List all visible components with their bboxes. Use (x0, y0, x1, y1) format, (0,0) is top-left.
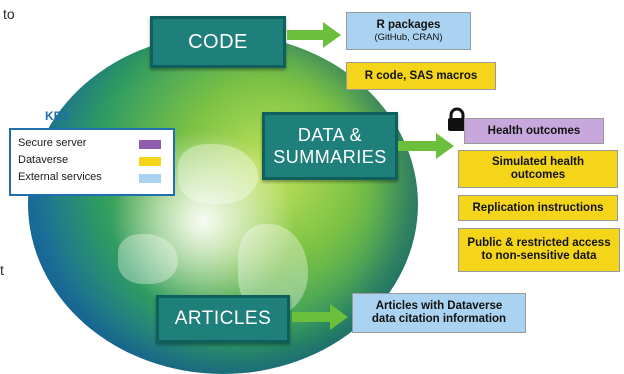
key-title: KEY (45, 109, 70, 123)
hub-code-label: CODE (188, 30, 248, 53)
key-label-external: External services (18, 171, 102, 183)
hub-data-summaries: DATA & SUMMARIES (262, 112, 398, 180)
simulated-line1: Simulated health (491, 156, 585, 168)
output-replication: Replication instructions (458, 195, 618, 221)
key-label-dataverse: Dataverse (18, 154, 69, 166)
public-line1: Public & restricted access (467, 237, 611, 249)
output-public-access: Public & restricted access to non-sensit… (458, 228, 620, 272)
simulated-line2: outcomes (510, 169, 566, 181)
health-outcomes-label: Health outcomes (487, 124, 581, 137)
lock-icon (448, 107, 466, 131)
replication-label: Replication instructions (472, 201, 604, 214)
left-text-fragment: to (3, 6, 15, 22)
output-r-packages: R packages (GitHub, CRAN) (346, 12, 471, 50)
articles-line1: Articles with Dataverse (375, 300, 503, 312)
output-health-outcomes: Health outcomes (464, 118, 604, 144)
arrow-right-icon (292, 304, 348, 330)
hub-articles: ARTICLES (156, 295, 290, 343)
hub-data-line2: SUMMARIES (273, 147, 387, 167)
articles-line2: data citation information (371, 313, 507, 325)
globe-land (178, 144, 258, 204)
globe-land (118, 234, 178, 284)
key-legend: Secure server Dataverse External service… (9, 128, 175, 196)
key-label-secure: Secure server (18, 137, 87, 149)
output-articles: Articles with Dataverse data citation in… (352, 293, 526, 333)
public-line2: to non-sensitive data (481, 250, 597, 262)
output-r-code: R code, SAS macros (346, 62, 496, 90)
r-code-label: R code, SAS macros (364, 69, 478, 82)
arrow-right-icon (287, 22, 341, 48)
output-simulated: Simulated health outcomes (458, 150, 618, 188)
key-swatch-external (139, 174, 161, 183)
hub-data-line1: DATA & (297, 125, 363, 145)
hub-code: CODE (150, 16, 286, 68)
key-swatch-secure (139, 140, 161, 149)
r-packages-subtitle: (GitHub, CRAN) (374, 32, 443, 43)
hub-articles-label: ARTICLES (174, 308, 272, 329)
left-text-fragment: t (0, 262, 4, 278)
r-packages-title: R packages (376, 19, 441, 31)
key-swatch-dataverse (139, 157, 161, 166)
arrow-right-icon (398, 133, 454, 159)
